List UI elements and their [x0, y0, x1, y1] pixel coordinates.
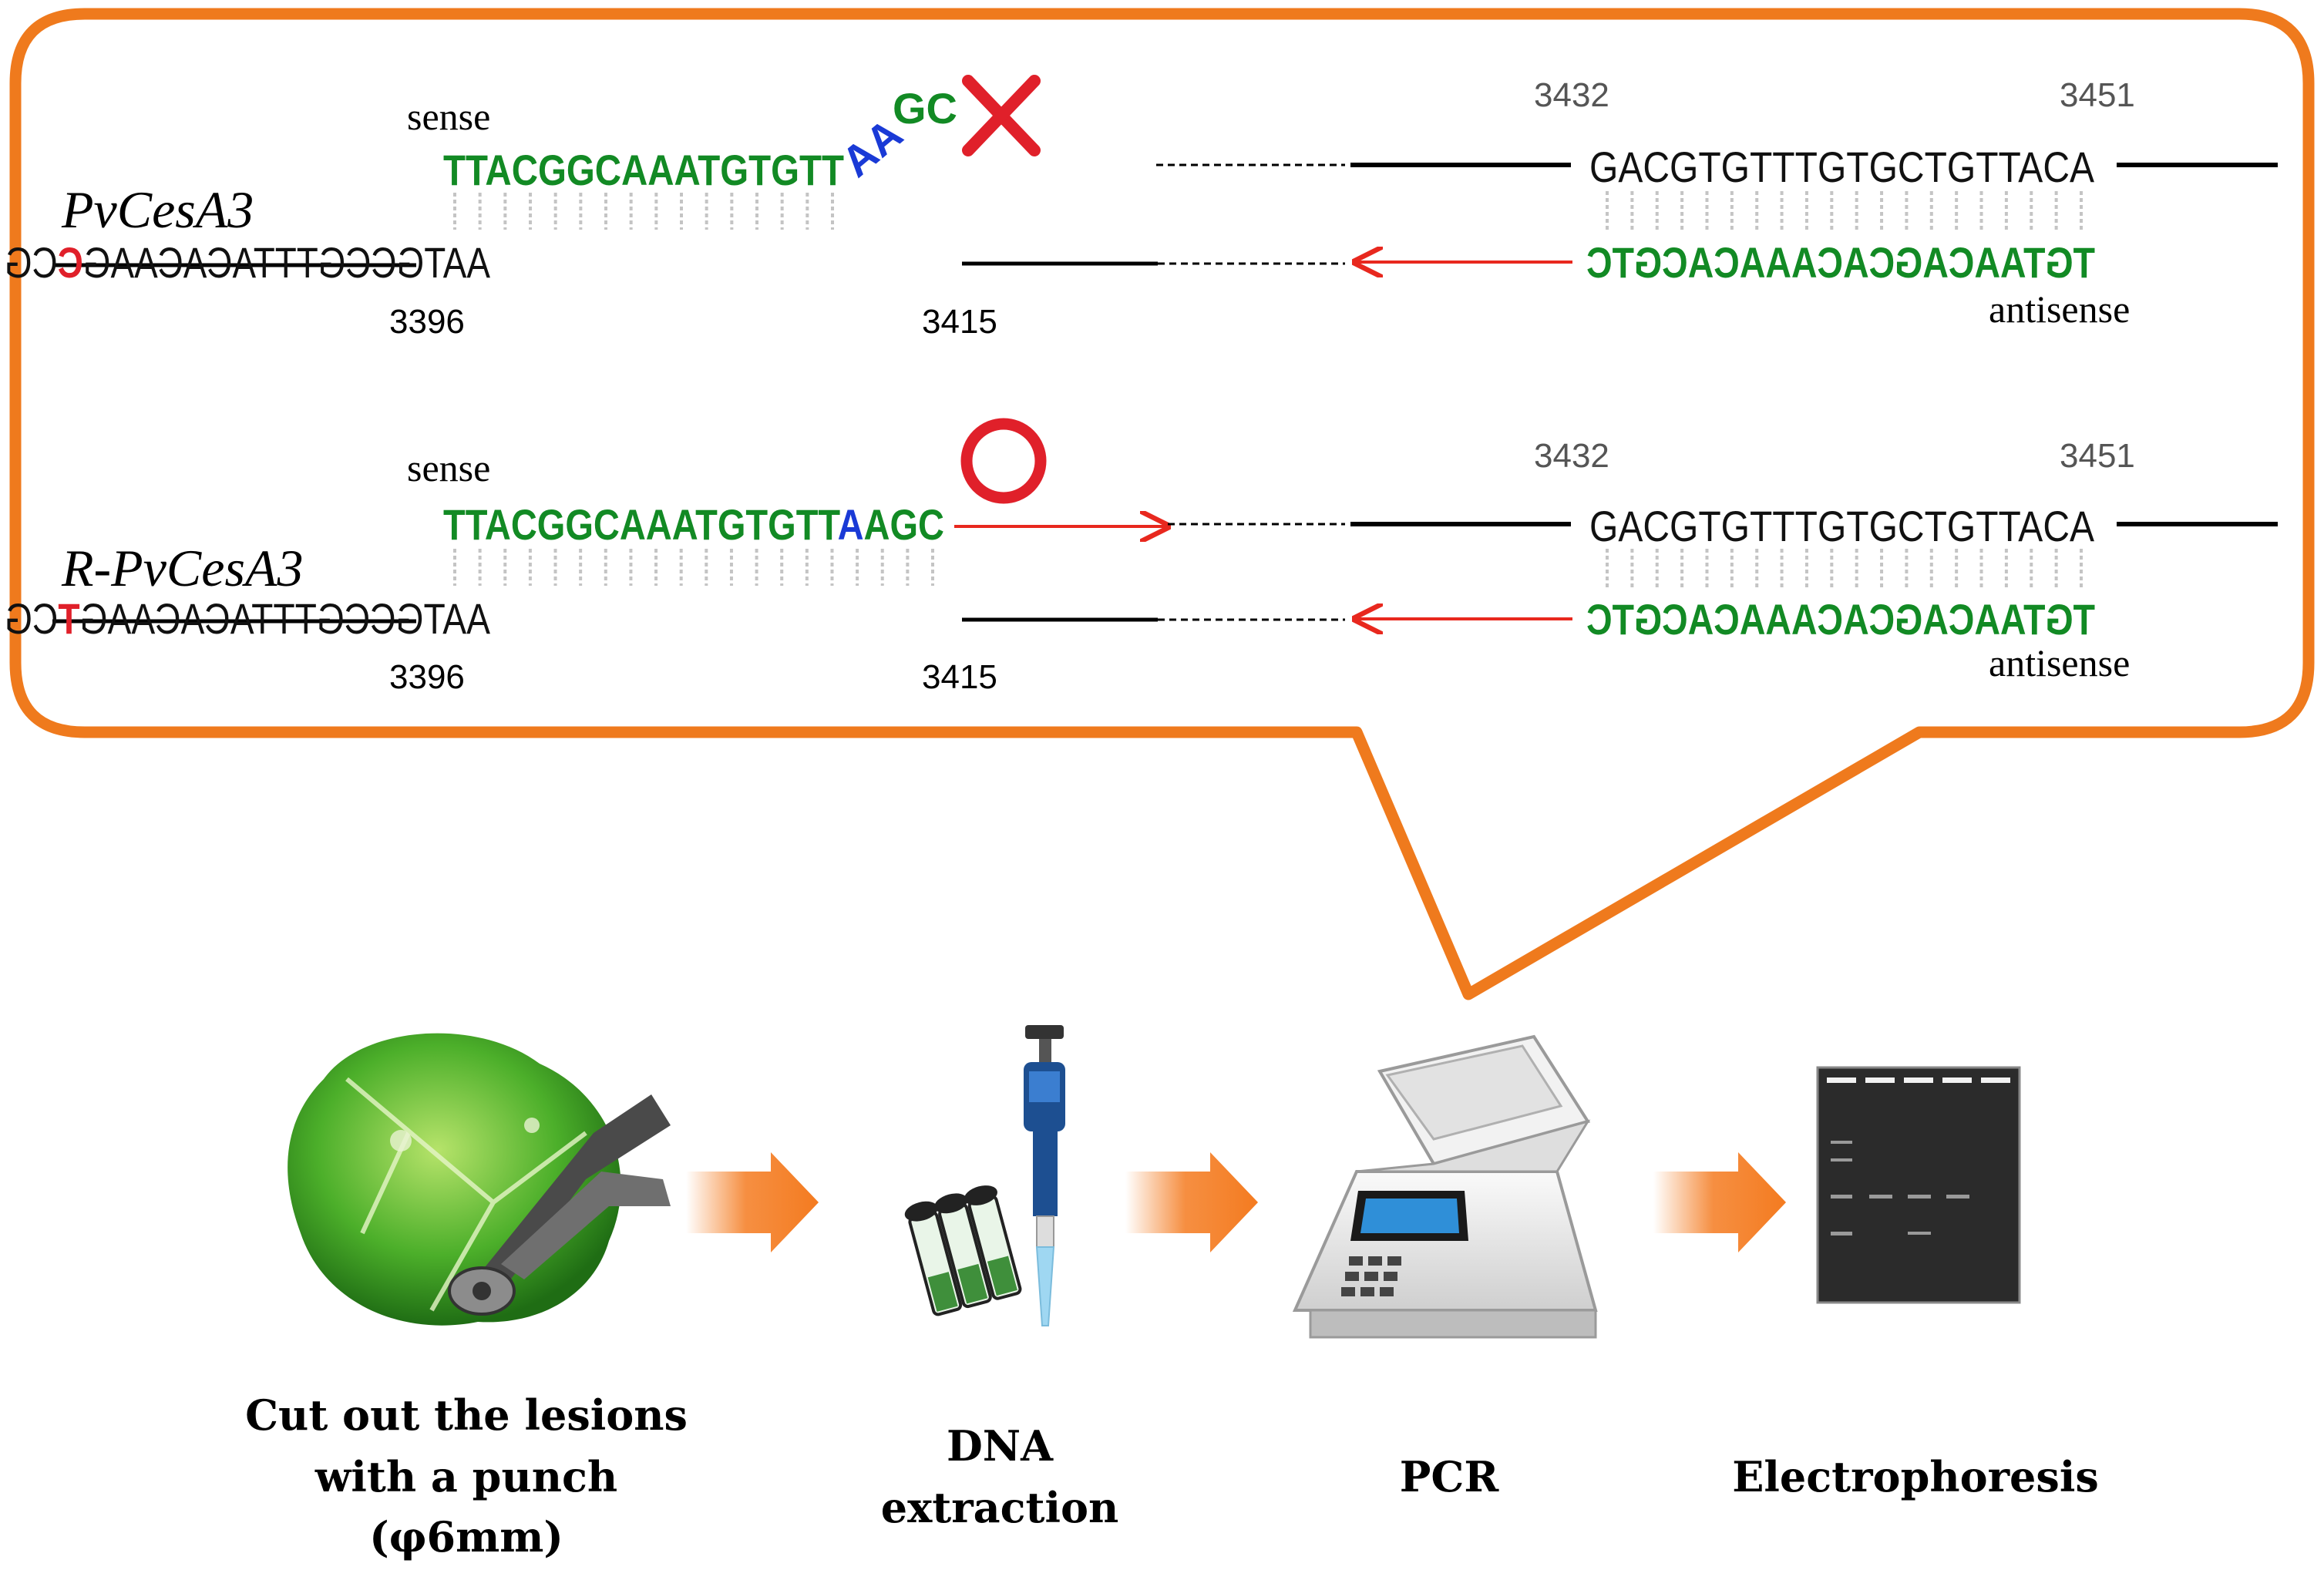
caption-step-1-line-1: Cut out the lesions [245, 1390, 688, 1440]
antisense-primer-mirrored: TGTAACAGCACAAACACGTC [1586, 238, 2095, 287]
leaf-punch-icon [288, 1033, 671, 1326]
gene-label: PvCesA3 [61, 180, 254, 239]
workflow-captions: Cut out the lesions with a punch (φ6mm) … [245, 1390, 2099, 1562]
antisense-primer-mirrored: TGTAACAGCACAAACACGTC [1586, 595, 2095, 644]
caption-step-2-line-2: extraction [881, 1483, 1119, 1532]
base-pair-ticks [453, 193, 834, 230]
svg-text:TTACGGCAAATGTGTTAAGC: TTACGGCAAATGTGTTAAGC [443, 500, 944, 549]
template-sequence-end: CG [5, 594, 58, 643]
caption-step-1-line-3: (φ6mm) [369, 1512, 563, 1562]
position-right-start: 3432 [1534, 76, 1609, 114]
position-end: 3415 [922, 658, 997, 696]
antisense-primer-sequence: TGTAACAGCACAAACACGTC [1586, 595, 2095, 644]
template-strand-mirrored: AATGCCGTTTACACAAGCCG [5, 238, 490, 287]
caption-step-3: PCR [1400, 1452, 1500, 1501]
callout-bubble [9, 8, 2315, 1000]
position-end: 3415 [922, 303, 997, 341]
sense-primer-end: AGC [864, 500, 944, 549]
template-sequence: AATGCCGTTTACACAAG [83, 238, 490, 287]
template-mismatch-base: C [58, 238, 83, 287]
position-right-end: 3451 [2060, 76, 2135, 114]
caption-step-2-line-1: DNA [947, 1421, 1054, 1471]
position-right-start: 3432 [1534, 437, 1609, 475]
antisense-primer-sequence: TGTAACAGCACAAACACGTC [1586, 238, 2095, 287]
svg-text:AATGCCGTTTACACAAGTCG: AATGCCGTTTACACAAGTCG [5, 594, 490, 643]
top-strand-sequence: GACGTGTTTGTGCTGTTACA [1589, 502, 2095, 550]
top-strand-sequence: GACGTGTTTGTGCTGTTACA [1589, 143, 2095, 191]
sense-label: sense [407, 95, 490, 138]
position-right-end: 3451 [2060, 437, 2135, 475]
template-sequence: AATGCCGTTTACACAAG [80, 594, 490, 643]
position-start: 3396 [389, 658, 465, 696]
caption-step-1-line-2: with a punch [314, 1452, 617, 1501]
gene-label: R-PvCesA3 [61, 539, 303, 597]
thermal-cycler-icon [1292, 1034, 1598, 1339]
template-strand-mirrored: AATGCCGTTTACACAAGTCG [5, 594, 490, 643]
position-start: 3396 [389, 303, 465, 341]
pipette-tubes-icon [904, 1025, 1065, 1326]
chevron-arrow-1 [686, 1152, 819, 1252]
gel-icon [1816, 1066, 2021, 1304]
cross-icon [962, 75, 1041, 156]
template-mismatch-base: T [58, 594, 79, 643]
svg-text:AATGCCGTTTACACAAGCCG: AATGCCGTTTACACAAGCCG [5, 238, 490, 287]
sense-label: sense [407, 446, 490, 489]
sense-primer-sequence: TTACGGCAAATGTGTT [443, 500, 840, 549]
panel-b: R-PvCesA3 sense TTACGGCAAATGTGTTAAGC AAT… [5, 418, 2278, 696]
antisense-label: antisense [1989, 287, 2130, 331]
antisense-label: antisense [1989, 641, 2130, 684]
sense-primer-mutant-base: A [838, 500, 864, 549]
chevron-arrow-3 [1653, 1152, 1786, 1252]
template-sequence-end: CG [5, 238, 58, 287]
base-pair-ticks [453, 549, 934, 586]
caption-step-4: Electrophoresis [1732, 1452, 2098, 1501]
chevron-arrow-2 [1125, 1152, 1258, 1252]
sense-primer-sequence: TTACGGCAAATGTGTT [443, 146, 844, 194]
sense-primer-tail: GC [893, 84, 957, 133]
circle-icon [960, 418, 1047, 504]
